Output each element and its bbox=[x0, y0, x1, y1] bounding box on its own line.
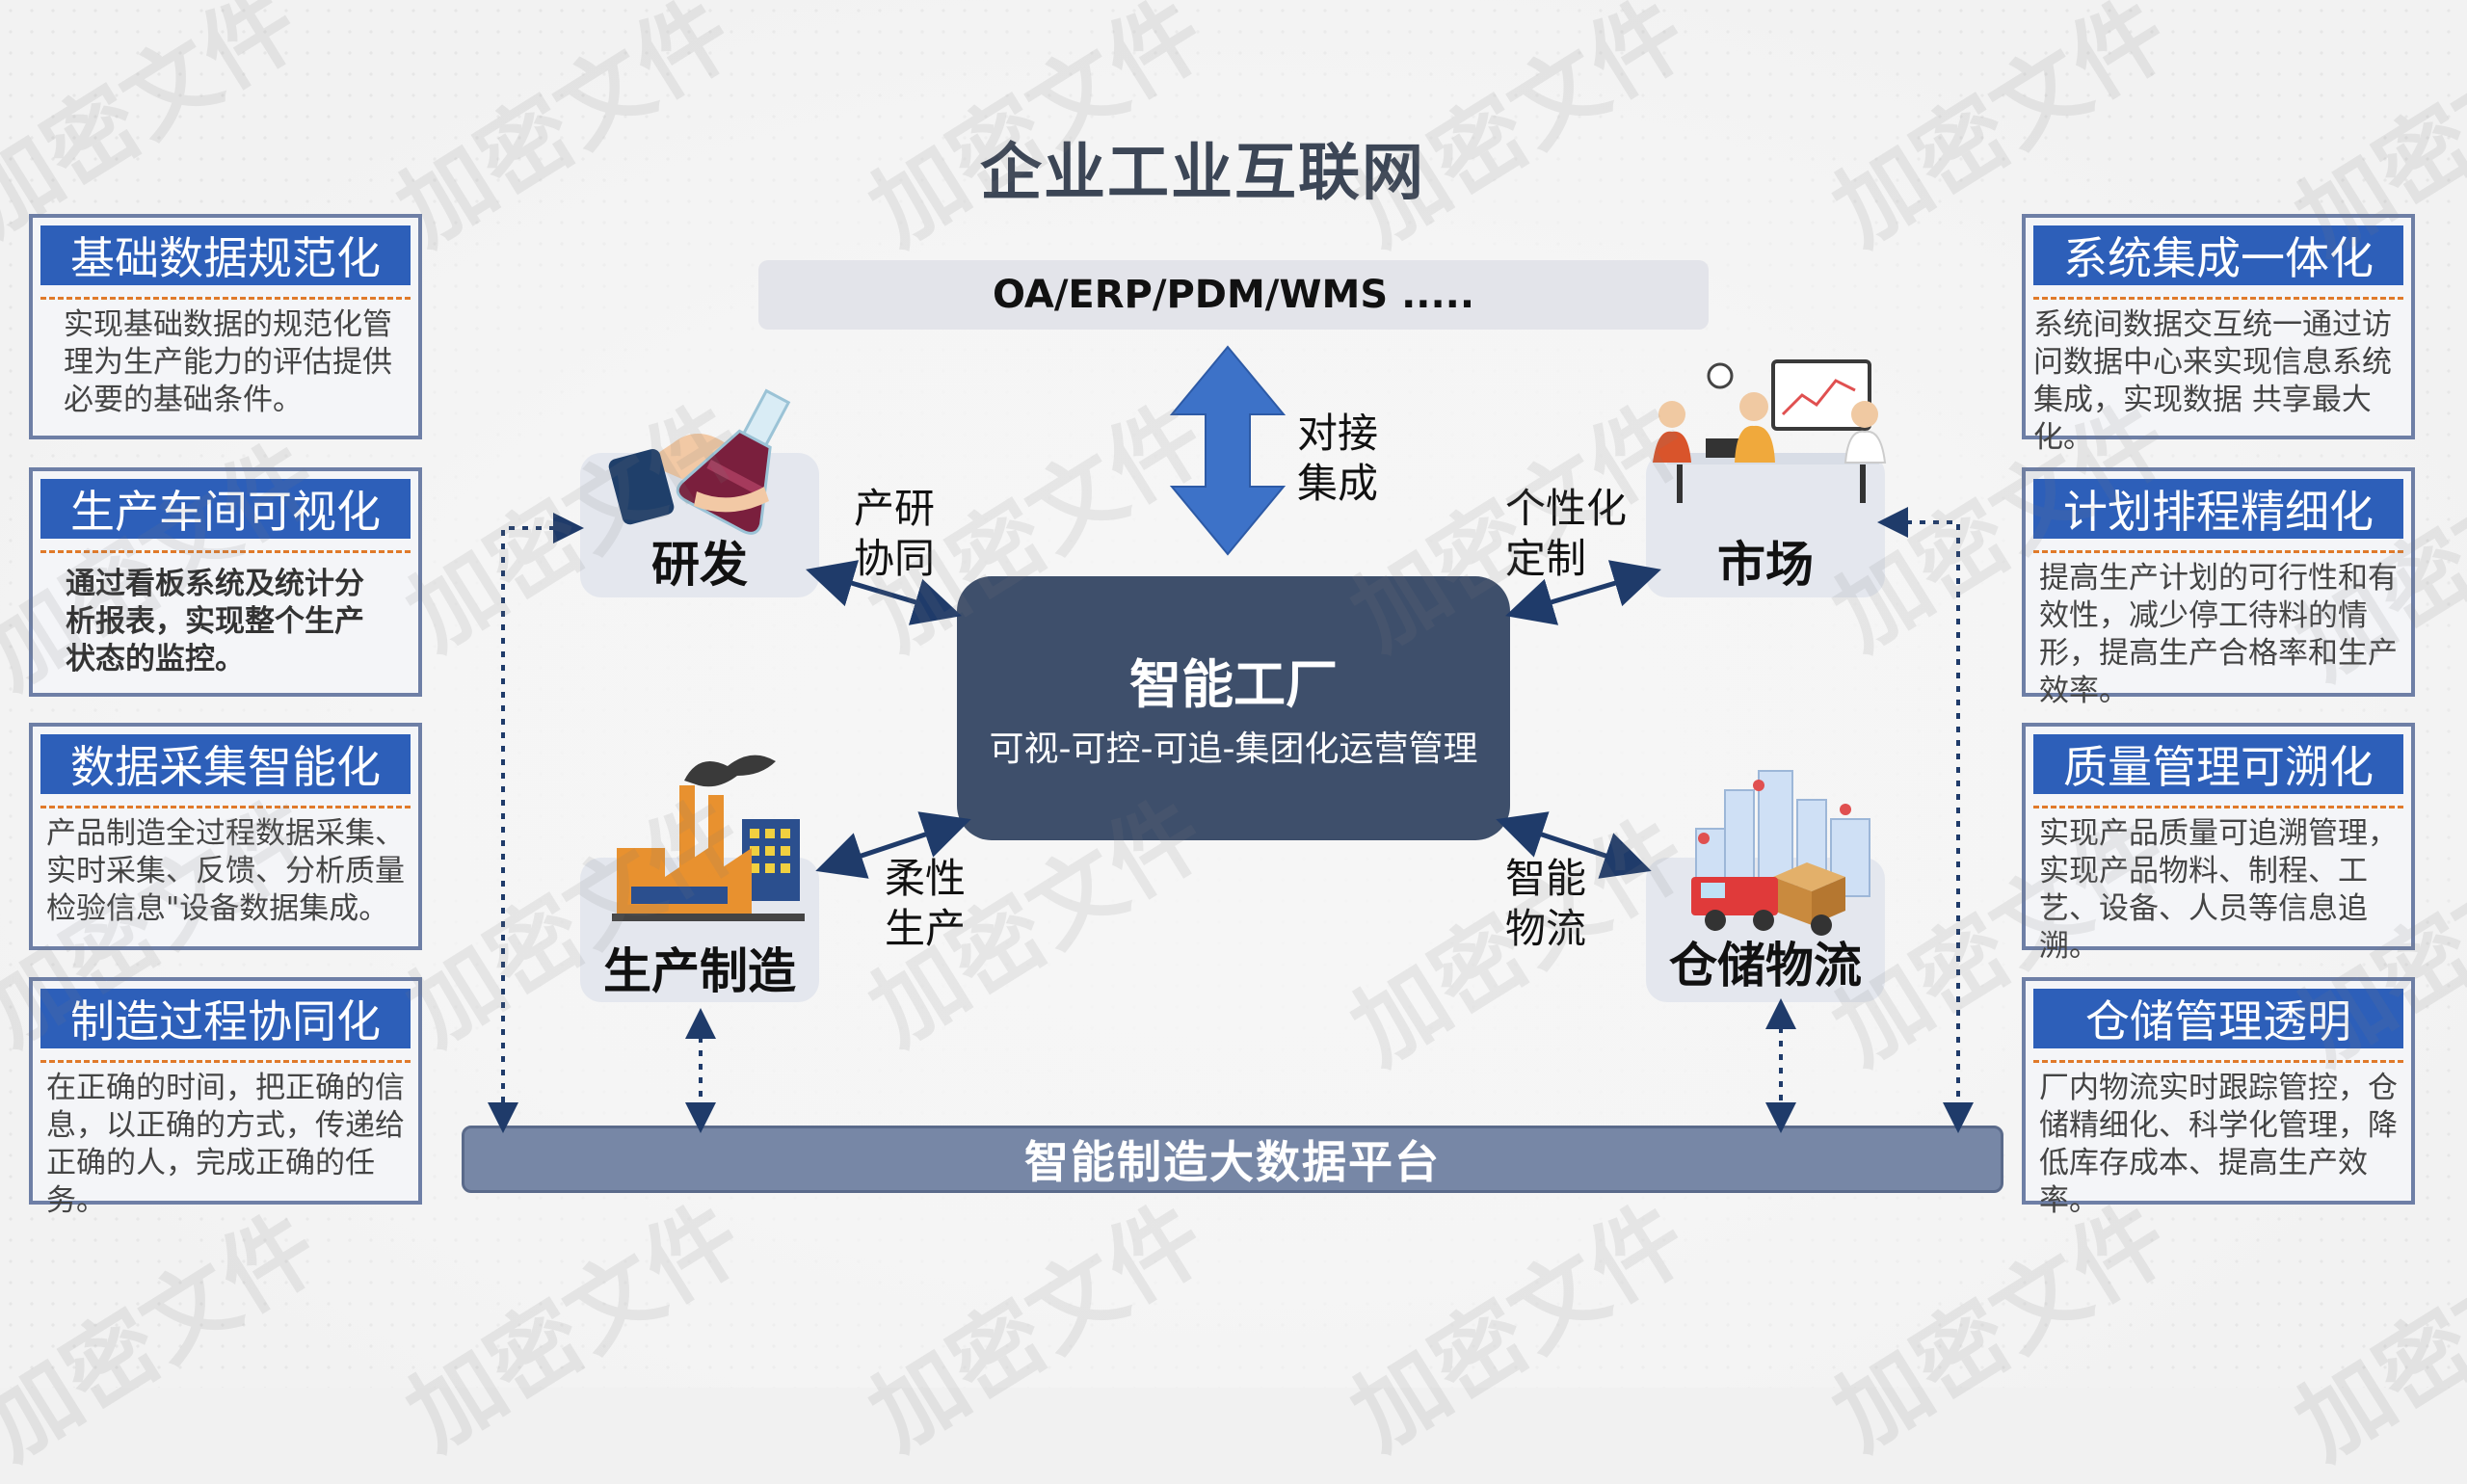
card-title: 数据采集智能化 bbox=[40, 734, 411, 794]
card-data-collect: 数据采集智能化 产品制造全过程数据采集、实时采集、反馈、分析质量检验信息"设备数… bbox=[29, 723, 422, 950]
arrow-market-center bbox=[1505, 560, 1661, 625]
arrow-warehouse-center bbox=[1496, 811, 1652, 879]
smart-factory-subtitle: 可视-可控-可追-集团化运营管理 bbox=[989, 729, 1478, 769]
smart-factory-title: 智能工厂 bbox=[1129, 654, 1338, 715]
connectors bbox=[488, 345, 1974, 1133]
relation-integration: 对接 集成 bbox=[1297, 410, 1379, 507]
team-meeting-icon bbox=[1648, 357, 1889, 524]
card-body: 实现产品质量可追溯管理，实现产品物料、制程、工艺、设备、人员等信息追溯。 bbox=[2039, 816, 2398, 964]
card-title: 基础数据规范化 bbox=[40, 225, 411, 285]
node-warehouse-label: 仓储物流 bbox=[1669, 938, 1862, 994]
card-plan-scheduling: 计划排程精细化 提高生产计划的可行性和有效性，减少停工待料的情形，提高生产合格率… bbox=[2022, 467, 2415, 708]
smart-factory-box: 智能工厂 可视-可控-可追-集团化运营管理 bbox=[957, 576, 1510, 840]
node-market-label: 市场 bbox=[1717, 537, 1814, 593]
card-workshop-visual: 生产车间可视化 通过看板系统及统计分析报表，实现整个生产状态的监控。 bbox=[29, 467, 422, 697]
card-separator bbox=[2033, 806, 2403, 808]
card-body: 提高生产计划的可行性和有效性，减少停工待料的情形，提高生产合格率和生产效率。 bbox=[2039, 561, 2398, 708]
card-title: 系统集成一体化 bbox=[2033, 225, 2403, 285]
card-warehouse-transparent: 仓储管理透明 厂内物流实时跟踪管控，仓储精细化、科学化管理，降低库存成本、提高生… bbox=[2022, 977, 2415, 1218]
factory-icon bbox=[607, 742, 809, 939]
dotted-left bbox=[488, 513, 584, 1133]
card-separator bbox=[40, 1060, 411, 1063]
flask-hand-icon bbox=[605, 385, 827, 553]
card-separator bbox=[2033, 1060, 2403, 1063]
card-title: 制造过程协同化 bbox=[40, 989, 411, 1048]
card-separator bbox=[2033, 550, 2403, 553]
node-rd-label: 研发 bbox=[651, 537, 748, 593]
card-separator bbox=[2033, 297, 2403, 300]
card-process-collab: 制造过程协同化 在正确的时间，把正确的信息，以正确的方式，传递给正确的人，完成正… bbox=[29, 977, 422, 1218]
card-separator bbox=[40, 297, 411, 300]
card-title: 仓储管理透明 bbox=[2033, 989, 2403, 1048]
arrow-production-center bbox=[815, 811, 971, 879]
page-title: 企业工业互联网 bbox=[980, 138, 1425, 209]
integration-arrow bbox=[1169, 345, 1287, 556]
relation-rd-collab: 产研 协同 bbox=[854, 485, 936, 582]
card-body: 系统间数据交互统一通过访问数据中心来实现信息系统集成，实现数据 共享最大化。 bbox=[2033, 307, 2392, 455]
card-body: 产品制造全过程数据采集、实时采集、反馈、分析质量检验信息"设备数据集成。 bbox=[46, 816, 405, 926]
system-bar: OA/ERP/PDM/WMS ..... bbox=[758, 260, 1709, 330]
card-separator bbox=[40, 806, 411, 808]
card-body: 在正确的时间，把正确的信息，以正确的方式，传递给正确的人，完成正确的任务。 bbox=[46, 1071, 405, 1218]
card-title: 生产车间可视化 bbox=[40, 479, 411, 539]
card-separator bbox=[40, 550, 411, 553]
card-body: 通过看板系统及统计分析报表，实现整个生产状态的监控。 bbox=[66, 567, 364, 676]
card-system-integration: 系统集成一体化 系统间数据交互统一通过访问数据中心来实现信息系统集成，实现数据 … bbox=[2022, 214, 2415, 455]
big-data-platform: 智能制造大数据平台 bbox=[462, 1126, 2003, 1193]
card-quality-trace: 质量管理可溯化 实现产品质量可追溯管理，实现产品物料、制程、工艺、设备、人员等信… bbox=[2022, 723, 2415, 964]
delivery-truck-icon bbox=[1677, 761, 1889, 948]
arrow-rd-center bbox=[806, 560, 962, 625]
dotted-right bbox=[1877, 507, 1974, 1133]
node-production-label: 生产制造 bbox=[603, 943, 796, 999]
card-basic-data: 基础数据规范化 实现基础数据的规范化管理为生产能力的评估提供必要的基础条件。 bbox=[29, 214, 422, 439]
card-title: 质量管理可溯化 bbox=[2033, 734, 2403, 794]
card-body: 厂内物流实时跟踪管控，仓储精细化、科学化管理，降低库存成本、提高生产效率。 bbox=[2039, 1071, 2398, 1218]
card-title: 计划排程精细化 bbox=[2033, 479, 2403, 539]
card-body: 实现基础数据的规范化管理为生产能力的评估提供必要的基础条件。 bbox=[64, 307, 392, 417]
node-market-bg bbox=[1646, 453, 1885, 597]
